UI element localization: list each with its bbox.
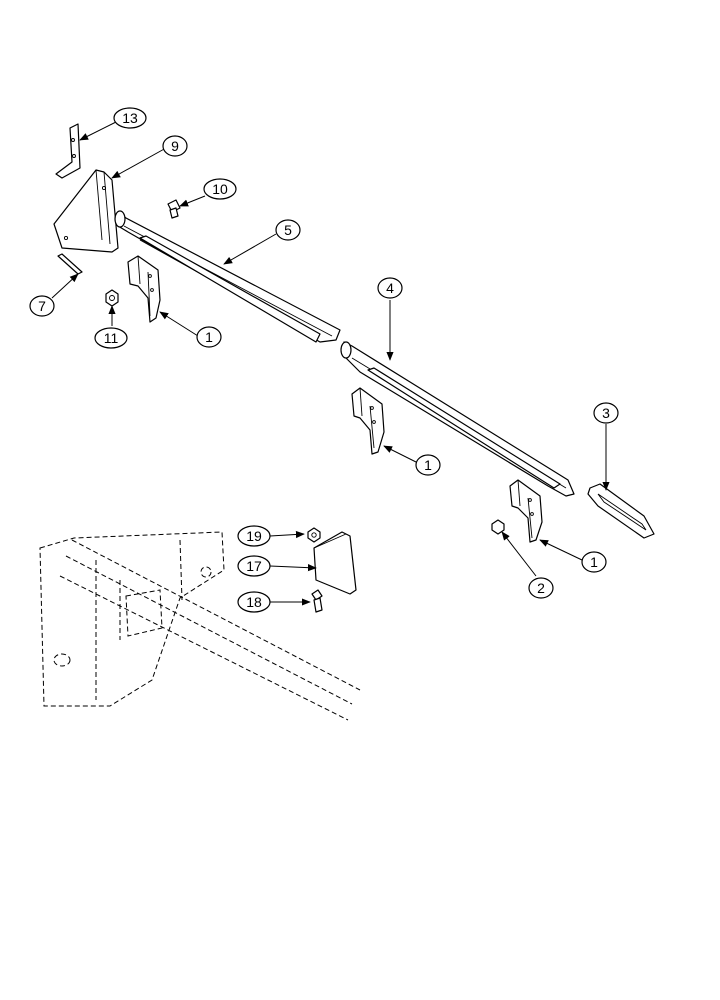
svg-text:9: 9 bbox=[171, 138, 179, 154]
svg-text:1: 1 bbox=[424, 457, 432, 473]
part-18-bolt bbox=[311, 589, 323, 613]
part-1-bracket-c bbox=[509, 479, 543, 543]
svg-text:7: 7 bbox=[38, 298, 46, 314]
svg-text:1: 1 bbox=[590, 554, 598, 570]
leader-lines bbox=[51, 121, 610, 606]
part-4-rail bbox=[340, 341, 575, 497]
callout-3: 3 bbox=[593, 402, 619, 424]
callout-18: 18 bbox=[237, 591, 271, 613]
part-17-plate bbox=[313, 531, 357, 595]
callout-11: 11 bbox=[94, 327, 128, 349]
svg-text:11: 11 bbox=[104, 330, 119, 346]
svg-text:18: 18 bbox=[246, 594, 262, 610]
callout-1-a: 1 bbox=[196, 326, 222, 348]
callout-19: 19 bbox=[237, 525, 271, 547]
part-3-end-cap bbox=[587, 483, 655, 539]
svg-text:13: 13 bbox=[122, 110, 138, 126]
callout-17: 17 bbox=[237, 555, 271, 577]
part-2-bolt bbox=[491, 519, 505, 535]
svg-text:5: 5 bbox=[284, 222, 292, 238]
part-9-end-shield bbox=[53, 169, 119, 253]
svg-text:4: 4 bbox=[386, 280, 394, 296]
svg-text:1: 1 bbox=[205, 329, 213, 345]
callout-10: 10 bbox=[203, 178, 237, 200]
svg-text:10: 10 bbox=[212, 181, 228, 197]
part-5-rail bbox=[114, 210, 341, 343]
callout-1-c: 1 bbox=[581, 551, 607, 573]
svg-text:19: 19 bbox=[246, 528, 262, 544]
part-1-bracket-a bbox=[127, 255, 161, 323]
part-10-bolt bbox=[167, 199, 181, 219]
part-11-nut bbox=[105, 289, 119, 307]
callout-5: 5 bbox=[275, 219, 301, 241]
part-1-bracket-b bbox=[351, 387, 385, 455]
callout-7: 7 bbox=[29, 295, 55, 317]
svg-text:2: 2 bbox=[537, 580, 545, 596]
part-13-bracket bbox=[55, 123, 81, 179]
callout-13: 13 bbox=[113, 107, 147, 129]
callout-1-b: 1 bbox=[415, 454, 441, 476]
reference-frame bbox=[39, 531, 361, 721]
callout-4: 4 bbox=[377, 277, 403, 299]
part-7-strip bbox=[57, 253, 83, 275]
callout-9: 9 bbox=[162, 135, 188, 157]
svg-text:17: 17 bbox=[246, 558, 262, 574]
svg-text:3: 3 bbox=[602, 405, 610, 421]
callout-2: 2 bbox=[528, 577, 554, 599]
part-19-nut bbox=[307, 527, 321, 543]
